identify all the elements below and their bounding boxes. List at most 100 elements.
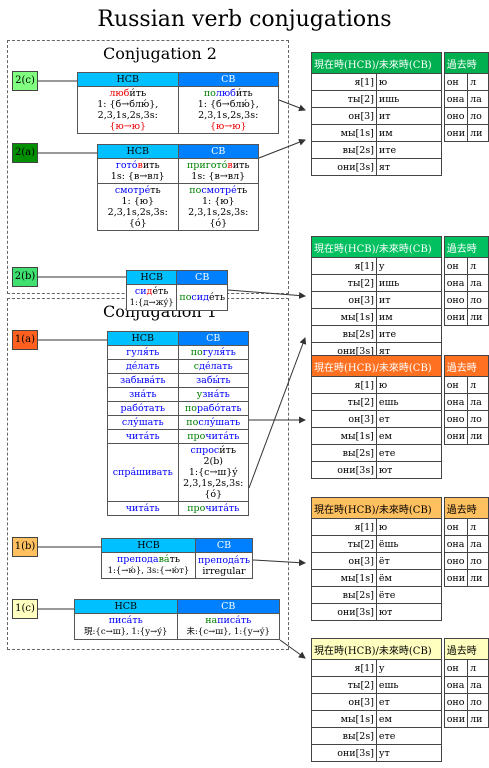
rule-text: 現:{с→ш}, 1:{у→ý}	[84, 627, 168, 637]
verb-stem: спрос	[190, 445, 220, 456]
past-ending: ли	[467, 427, 489, 445]
empty-cell	[444, 159, 488, 176]
present-future-header: 現在時(НСВ)/未來時(СВ)	[311, 355, 442, 377]
cell-2b-sv: посиде́ть	[176, 284, 228, 311]
cell-sv: порабо́тать	[177, 401, 249, 416]
ending-row: они[3s]ют	[311, 461, 489, 479]
verb-ending: е́ть	[152, 286, 169, 297]
header-sv: СВ	[176, 270, 228, 285]
present-ending: у	[375, 659, 442, 677]
rule-highlight: {ю→ю}	[109, 121, 147, 132]
verb: писа́ть	[217, 615, 252, 626]
past-person: он	[443, 659, 469, 677]
verb: писа́ть	[108, 615, 143, 626]
verb-stem-consonant: д	[146, 286, 153, 297]
past-person: они	[443, 569, 469, 587]
ending-row: вы[2s]ите	[311, 325, 489, 343]
verb: гуля́ть	[126, 347, 160, 358]
header-sv: СВ	[177, 144, 259, 159]
empty-cell	[444, 326, 488, 343]
ending-header-row: 現在時(НСВ)/未來時(СВ)過去時	[311, 638, 489, 660]
cell-nsv: гуля́ть	[107, 345, 179, 360]
rule-text: irregular	[202, 565, 246, 577]
verb: зна́ть	[202, 389, 230, 400]
present-ending: ет	[375, 410, 442, 428]
verb: рабо́тать	[197, 403, 242, 414]
present-ending: ит	[375, 107, 442, 125]
cell-sv: сде́лать	[177, 359, 249, 374]
verb-ending: ть	[169, 554, 181, 565]
verb-stem: гото́	[115, 160, 138, 171]
past-person: он	[443, 73, 469, 91]
verb-ending: ить	[142, 160, 160, 171]
rule-text: 1: {ю}	[201, 196, 235, 207]
past-ending: л	[467, 376, 489, 394]
badge-1a: 1(a)	[12, 330, 38, 350]
present-ending: ю	[375, 376, 442, 394]
header-nsv: НСВ	[77, 72, 179, 87]
cell-2a-sv1: пригото́вить 1s: {в→вл}	[177, 158, 259, 184]
past-ending: л	[467, 257, 489, 275]
person-label: он[3]	[311, 410, 377, 428]
prefix: у	[196, 389, 203, 400]
person-label: мы[1s]	[311, 710, 377, 728]
ending-row: они[3s]ут	[311, 744, 489, 762]
present-ending: ет	[375, 693, 442, 711]
cell-sv: прочита́ть	[177, 501, 249, 516]
past-person: оно	[443, 410, 469, 428]
present-ending: у	[375, 257, 442, 275]
cell-nsv: чита́ть	[107, 501, 179, 516]
rule-text: 2,3,1s,2s,3s: {ó}	[188, 207, 249, 229]
person-label: мы[1s]	[311, 124, 377, 142]
prefix: по	[203, 88, 216, 99]
person-label: ты[2]	[311, 90, 377, 108]
cell-2b-nsv: сиде́ть 1:{д→жý}	[125, 284, 178, 311]
verb-stem: смотре́	[114, 185, 151, 196]
rule-text: 1s: {в→вл}	[110, 171, 165, 182]
present-ending: ём	[375, 569, 442, 587]
verb-stem: лю	[109, 88, 124, 99]
cell-1c-nsv: писа́ть 現:{с→ш}, 1:{у→ý}	[74, 613, 178, 640]
prefix: по	[184, 403, 198, 414]
past-ending: ло	[467, 410, 489, 428]
present-ending: ю	[375, 518, 442, 536]
present-ending: ёшь	[375, 535, 442, 553]
past-ending: ла	[467, 535, 489, 553]
header-sv: СВ	[177, 331, 249, 346]
person-label: мы[1s]	[311, 569, 377, 587]
present-ending: ишь	[375, 90, 442, 108]
present-ending: ют	[375, 461, 442, 479]
person-label: они[3s]	[311, 744, 377, 762]
person-label: вы[2s]	[311, 444, 377, 462]
ending-header-row: 現在時(НСВ)/未來時(СВ)過去時	[311, 497, 489, 519]
header-nsv: НСВ	[125, 270, 178, 285]
present-ending: ёт	[375, 552, 442, 570]
empty-cell	[444, 587, 488, 604]
cell-nsv: рабо́тать	[107, 401, 179, 416]
present-ending: ит	[375, 291, 442, 309]
prefix: по	[186, 417, 199, 428]
verb: слу́шать	[198, 417, 241, 428]
conjugation-2-title: Conjugation 2	[103, 44, 217, 63]
cell-nsv: забыва́ть	[107, 373, 179, 388]
empty-cell	[444, 142, 488, 159]
rule-text: 2,3,1s,2s,3s:	[198, 110, 259, 121]
past-header: 過去時	[443, 236, 489, 258]
